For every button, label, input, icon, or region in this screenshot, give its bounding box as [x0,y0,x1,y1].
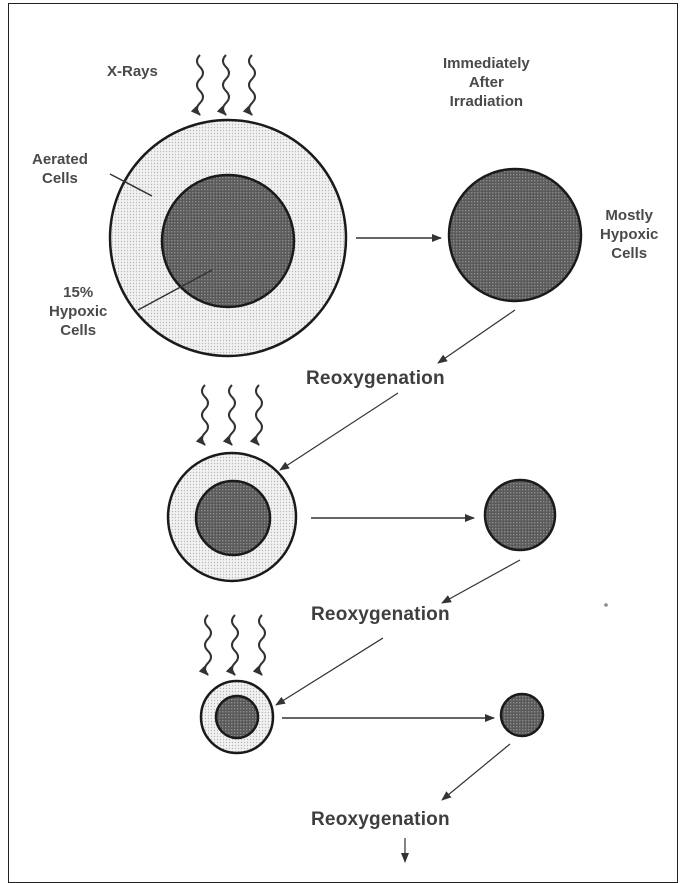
wavy-xray-arrow-icon [249,55,255,115]
immediately-after-label: Immediately After Irradiation [443,54,530,111]
arrow-icon [438,310,515,363]
hypoxic-core-large [162,175,294,307]
arrow-icon [276,638,383,705]
wavy-xray-arrow-icon [229,385,235,445]
wavy-xray-arrow-icon [256,385,262,445]
immediately-line-2: After [443,73,530,92]
speck [604,603,608,607]
arrow-icon [280,393,398,470]
immediately-line-3: Irradiation [443,92,530,111]
mostly-hypoxic-label: Mostly Hypoxic Cells [600,206,658,263]
mostly-line-1: Mostly [600,206,658,225]
hypoxic-pct-line-1: 15% [49,283,107,302]
aerated-line-2: Cells [32,169,88,188]
hypoxic-pct-line-3: Cells [49,321,107,340]
xrays-label: X-Rays [107,62,158,81]
hypoxic-pct-line-2: Hypoxic [49,302,107,321]
mostly-line-3: Cells [600,244,658,263]
wavy-xray-arrow-icon [259,615,265,675]
wavy-xray-arrow-icon [202,385,208,445]
aerated-line-1: Aerated [32,150,88,169]
aerated-cells-label: Aerated Cells [32,150,88,188]
reoxygenation-label-2: Reoxygenation [311,605,450,624]
xray-arrows-lower [205,615,265,675]
reoxygenation-label-3: Reoxygenation [311,810,450,829]
hypoxic-only-medium [485,480,555,550]
wavy-xray-arrow-icon [232,615,238,675]
hypoxic-only-large [449,169,581,301]
wavy-xray-arrow-icon [223,55,229,115]
hypoxic-core-small [216,696,258,738]
xray-arrows-middle [202,385,262,445]
arrow-icon [442,560,520,603]
wavy-xray-arrow-icon [205,615,211,675]
arrow-icon [442,744,510,800]
hypoxic-percent-label: 15% Hypoxic Cells [49,283,107,340]
mostly-line-2: Hypoxic [600,225,658,244]
reoxygenation-label-1: Reoxygenation [306,369,445,388]
xray-arrows-top [197,55,255,115]
immediately-line-1: Immediately [443,54,530,73]
hypoxic-only-small [501,694,543,736]
hypoxic-core-medium [196,481,270,555]
wavy-xray-arrow-icon [197,55,203,115]
